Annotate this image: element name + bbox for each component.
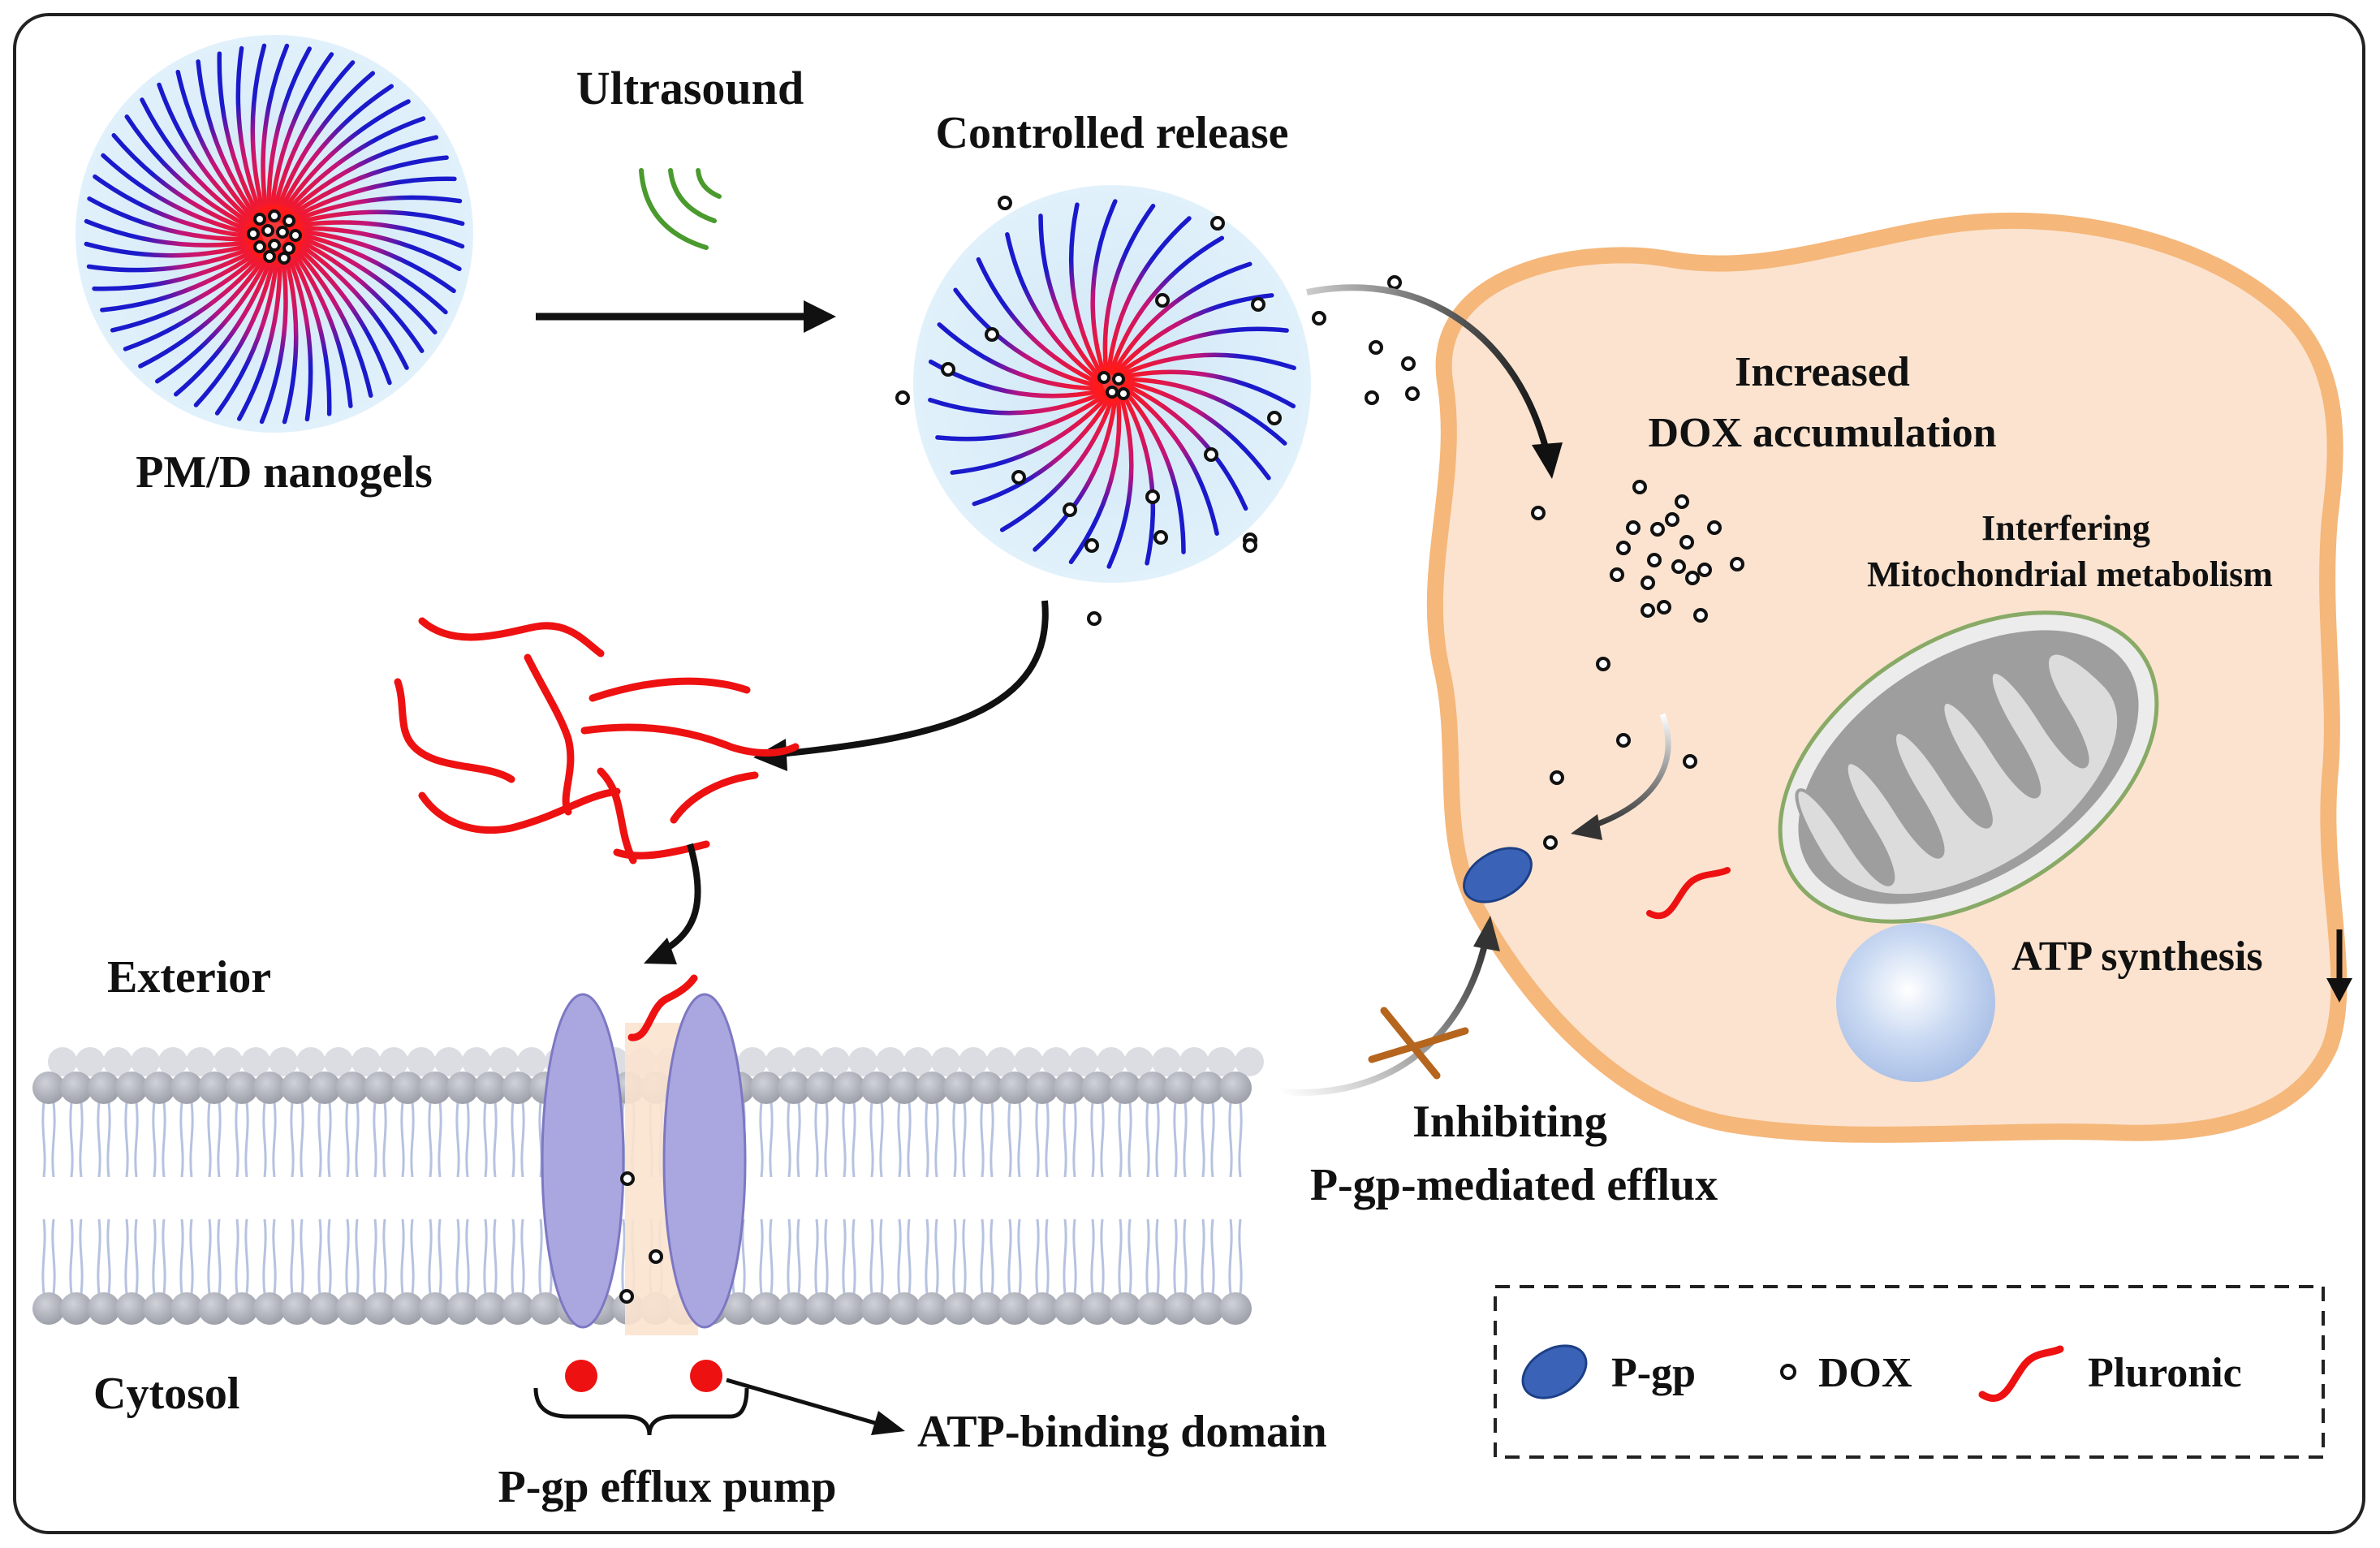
inhibition-arrow (1280, 941, 1489, 1096)
legend-pluronic-label: Pluronic (2088, 1350, 2242, 1396)
legend-dox-label: DOX (1818, 1350, 1912, 1396)
pump-subunit-left (541, 993, 625, 1329)
released-nanogel (895, 185, 1558, 626)
exterior-label: Exterior (107, 952, 271, 1003)
controlled-release-label: Controlled release (936, 108, 1289, 158)
interfering-label-line2: Mitochondrial metabolism (1867, 554, 2273, 594)
legend-pgp-label: P-gp (1611, 1350, 1696, 1396)
polymer-chains (84, 43, 465, 425)
atp-binding-site-left (565, 1360, 597, 1392)
transform-arrow-head (804, 300, 836, 333)
uptake-arrow (1306, 284, 1550, 452)
atp-binding-arrow-head (871, 1411, 905, 1435)
released-dox-dots (895, 196, 1558, 626)
inhibiting-label-line1: Inhibiting (1412, 1097, 1607, 1147)
increased-label-line2: DOX accumulation (1649, 410, 1997, 456)
pm-d-nanogel (75, 35, 473, 433)
legend-box (1494, 1285, 2325, 1459)
inhibiting-label-line2: P-gp-mediated efflux (1310, 1160, 1718, 1210)
ultrasound-label: Ultrasound (576, 62, 804, 114)
atp-binding-site-right (690, 1360, 722, 1392)
binding-arrow-head (644, 938, 677, 964)
pgp-efflux-pump (541, 993, 747, 1392)
atp-binding-arrow (726, 1378, 882, 1427)
inhibition-arrow-head (1473, 916, 1500, 951)
pluronic-cluster (394, 617, 800, 865)
decrease-arrow-head (2326, 978, 2352, 1003)
atp-vesicle (1836, 923, 1995, 1082)
ultrasound-wave-icon (639, 168, 722, 250)
increased-label-line1: Increased (1735, 349, 1910, 395)
uptake-arrow-head (1532, 442, 1563, 479)
legend-pgp-icon (1521, 1344, 1588, 1399)
pump-subunit-right (662, 993, 747, 1329)
legend-dox-icon (1780, 1364, 1796, 1380)
pump-pluronic (627, 974, 698, 1041)
atp-synthesis-label: ATP synthesis (2011, 934, 2263, 980)
pump-dox-dots (619, 1171, 663, 1304)
intracellular-dox-dots (1531, 480, 1744, 850)
dox-core-cluster (245, 205, 304, 265)
mitochondrion (1778, 610, 2159, 924)
cell-pluronic (1646, 867, 1731, 920)
pump-brace (533, 1387, 749, 1436)
interfering-label-line1: Interfering (1981, 508, 2150, 548)
binding-arrow (656, 843, 701, 957)
efflux-path-arrow-head (1571, 814, 1602, 840)
nanogels-label: PM/D nanogels (136, 447, 433, 498)
block-cross-icon (1368, 1007, 1469, 1080)
legend-pluronic-icon (1978, 1345, 2064, 1402)
cytosol-label: Cytosol (93, 1369, 239, 1419)
release-arrow (770, 600, 1049, 758)
pump-label: P-gp efflux pump (498, 1462, 837, 1512)
polymer-chains-2 (928, 199, 1296, 569)
atp-binding-label: ATP-binding domain (917, 1407, 1327, 1457)
legend (1494, 1285, 2325, 1459)
efflux-path-arrow (1589, 713, 1671, 830)
cell-pgp-transporter (1463, 847, 1533, 903)
